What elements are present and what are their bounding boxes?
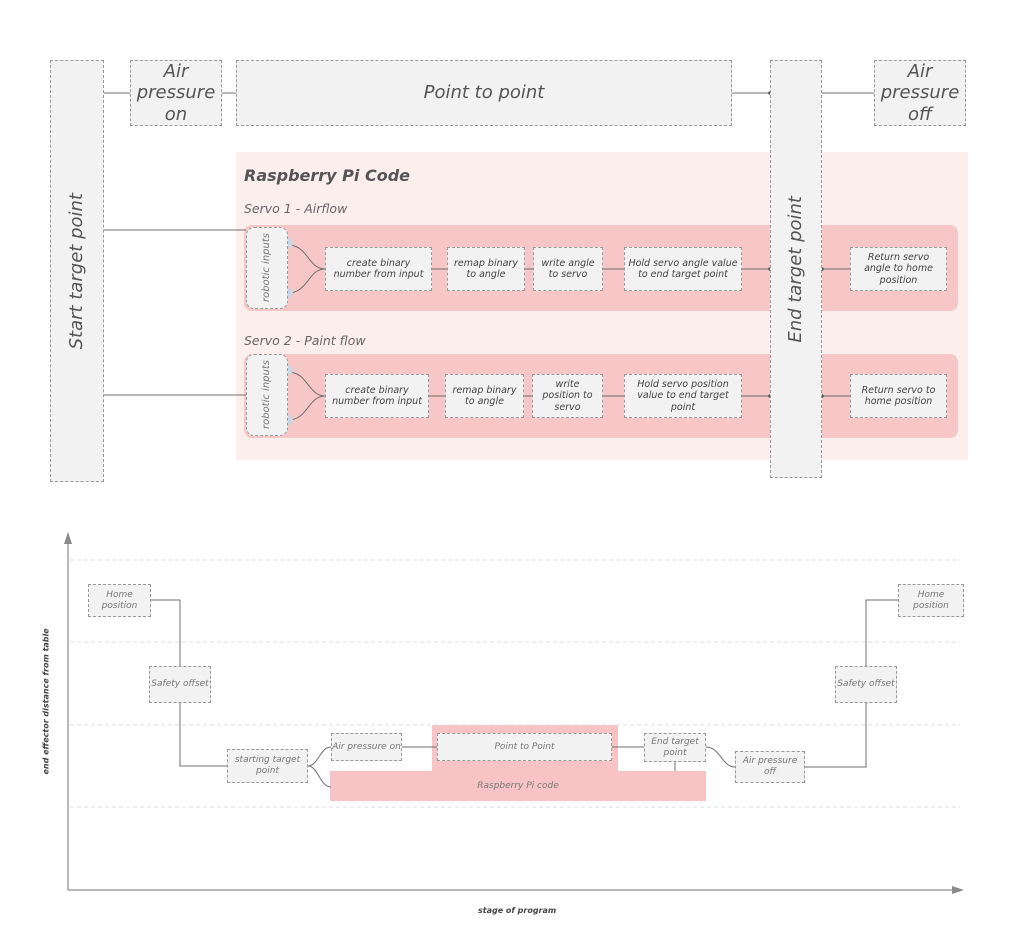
start-target-point-label: Start target point — [66, 192, 88, 350]
servo2-inputs-label: robotic inputs — [261, 360, 272, 430]
servo1-step-hold: Hold servo angle value to end target poi… — [624, 247, 742, 291]
servo1-title: Servo 1 - Airflow — [244, 201, 348, 216]
servo1-robotic-inputs: robotic inputs — [246, 227, 288, 309]
point-to-point-small-label: Point to Point — [494, 741, 555, 752]
servo1-step4-label: Hold servo angle value to end target poi… — [628, 257, 738, 280]
servo2-step-return: Return servo to home position — [850, 374, 947, 418]
servo1-step3-label: write angle to servo — [541, 257, 595, 280]
servo1-inputs-label: robotic inputs — [261, 233, 272, 303]
home-position-left: Home position — [88, 584, 151, 617]
end-target-point-small-label: End target point — [651, 736, 699, 758]
raspberry-pi-heading: Raspberry Pi Code — [244, 166, 410, 185]
servo2-step2-label: remap binary to angle — [452, 384, 517, 407]
servo1-step2-label: remap binary to angle — [454, 257, 518, 280]
air-pressure-on-label: Air pressure on — [136, 60, 216, 125]
air-pressure-on-small: Air pressure on — [331, 733, 402, 761]
raspberry-pi-code-label: Raspberry Pi code — [477, 781, 559, 791]
air-pressure-on-small-label: Air pressure on — [332, 741, 401, 752]
raspberry-pi-code-bar: Raspberry Pi code — [330, 771, 706, 801]
servo2-step-write: write position to servo — [532, 374, 603, 418]
air-pressure-off-small-label: Air pressure off — [742, 756, 798, 777]
servo2-step3-label: write position to servo — [542, 378, 593, 413]
end-target-point-small: End target point — [644, 733, 706, 762]
safety-offset-left: Safety offset — [149, 666, 211, 703]
servo2-step-remap: remap binary to angle — [445, 374, 524, 418]
servo1-step-write: write angle to servo — [533, 247, 603, 291]
starting-target-point: starting target point — [227, 749, 308, 783]
point-to-point-box: Point to point — [236, 60, 732, 126]
safety-offset-right: Safety offset — [835, 666, 897, 703]
air-pressure-off-small: Air pressure off — [735, 751, 805, 783]
end-target-point-box: End target point — [770, 60, 822, 478]
point-to-point-small: Point to Point — [437, 733, 612, 761]
air-pressure-off-label: Air pressure off — [880, 60, 960, 125]
air-pressure-on-box: Air pressure on — [130, 60, 222, 126]
servo2-step4-label: Hold servo position value to end target … — [637, 378, 729, 413]
home-position-right-label: Home position — [913, 589, 949, 611]
start-target-point-box: Start target point — [50, 60, 104, 482]
y-axis-label: end effector distance from table — [41, 628, 51, 775]
air-pressure-off-box: Air pressure off — [874, 60, 966, 126]
home-position-left-label: Home position — [101, 589, 138, 611]
servo1-step-return: Return servo angle to home position — [850, 247, 947, 291]
servo1-step1-label: create binary number from input — [333, 257, 424, 280]
end-target-point-label: End target point — [785, 195, 807, 343]
servo1-step5-label: Return servo angle to home position — [864, 251, 933, 286]
x-axis-label: stage of program — [478, 906, 557, 915]
servo2-robotic-inputs: robotic inputs — [246, 354, 288, 436]
servo1-step-create-binary: create binary number from input — [325, 247, 432, 291]
servo2-step-hold: Hold servo position value to end target … — [624, 374, 742, 418]
servo2-step1-label: create binary number from input — [332, 384, 422, 407]
servo2-step5-label: Return servo to home position — [861, 384, 936, 407]
servo1-step-remap: remap binary to angle — [447, 247, 525, 291]
safety-offset-left-label: Safety offset — [151, 679, 209, 690]
point-to-point-label: Point to point — [423, 82, 545, 104]
home-position-right: Home position — [898, 584, 964, 617]
servo2-step-create-binary: create binary number from input — [325, 374, 429, 418]
starting-target-point-label: starting target point — [234, 755, 301, 776]
safety-offset-right-label: Safety offset — [837, 679, 895, 690]
servo2-title: Servo 2 - Paint flow — [244, 333, 366, 348]
